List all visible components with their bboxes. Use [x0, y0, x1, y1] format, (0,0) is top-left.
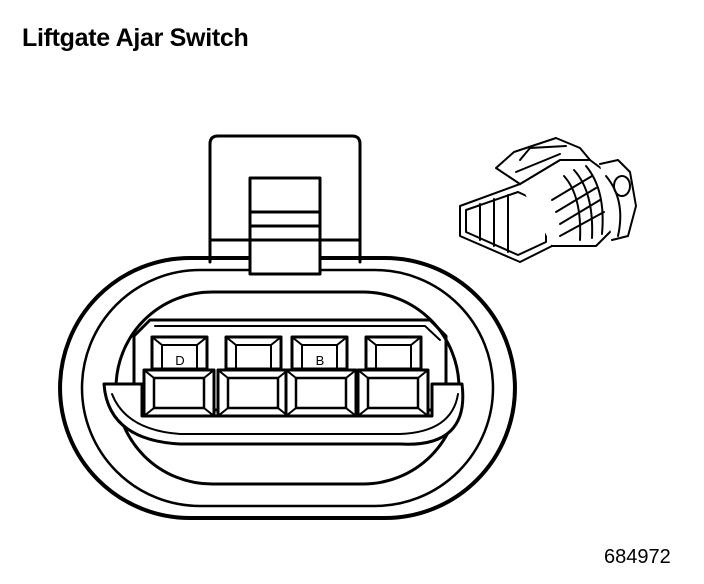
figure-number: 684972 — [604, 546, 671, 568]
cavity-d — [142, 335, 216, 418]
cavity-label-d: D — [175, 353, 184, 368]
housing-edge — [80, 268, 495, 508]
cavity-label-b: B — [316, 353, 325, 368]
cavity-b — [284, 335, 358, 418]
diagram-title: Liftgate Ajar Switch — [22, 24, 249, 52]
cavity-c — [216, 335, 290, 418]
connector-face-view: D B — [58, 134, 517, 520]
cavity-a — [356, 335, 430, 418]
terminal-wedge — [102, 382, 465, 446]
connector-isometric-view — [459, 137, 637, 263]
